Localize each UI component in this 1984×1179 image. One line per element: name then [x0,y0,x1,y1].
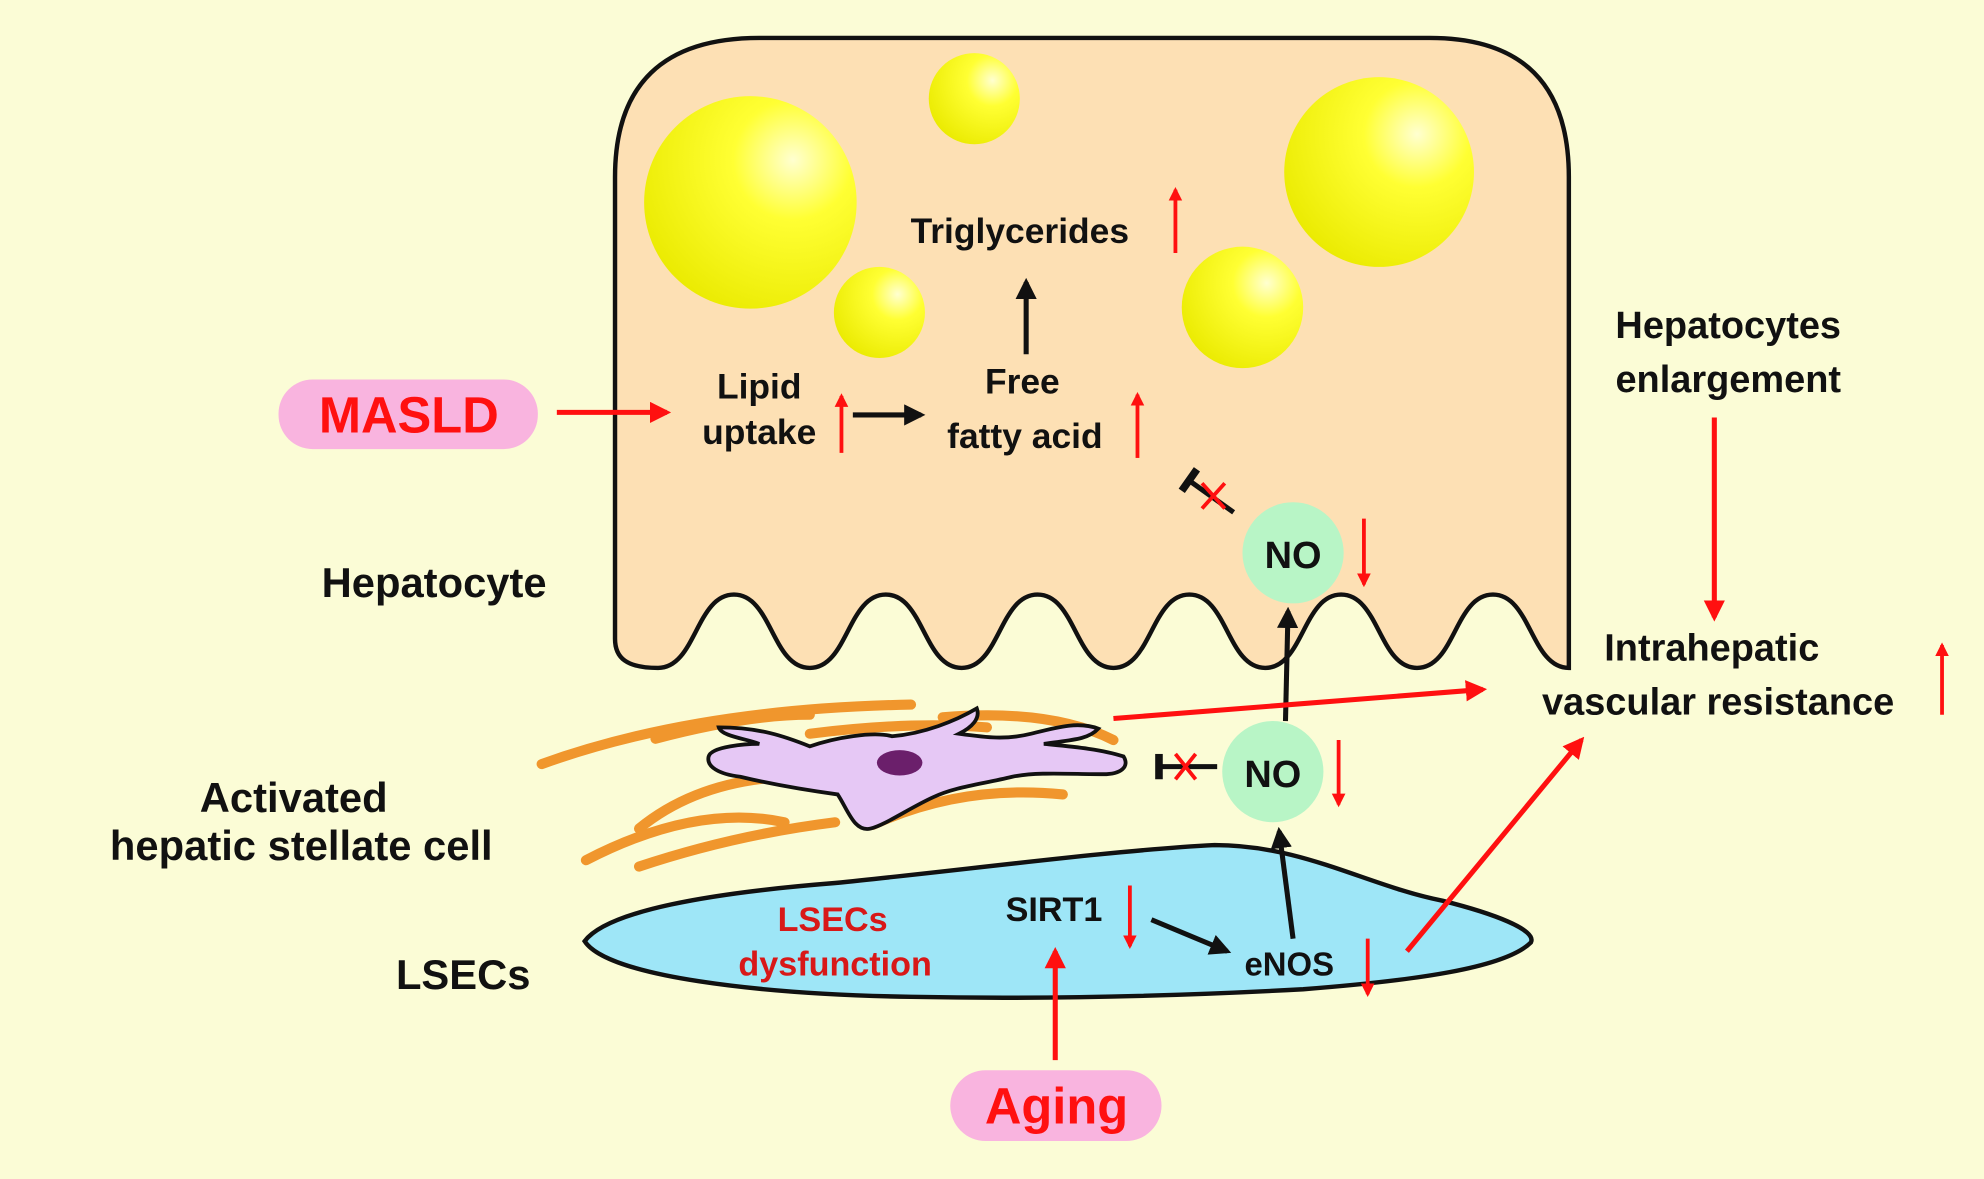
label-ffa-line1: Free [985,361,1060,401]
label-masld: MASLD [319,387,499,444]
lipid-droplet [1284,77,1474,267]
label-hsc-line2: hepatic stellate cell [110,822,493,869]
red-arrows [556,401,1725,1061]
label-sirt1: SIRT1 [1006,891,1103,929]
arrow-enos-to-ivr [1404,736,1585,953]
lipid-droplet [833,266,925,359]
label-lipid-uptake-line1: Lipid [717,366,802,406]
masld-pill [278,379,538,450]
arrow-hsc-to-ivr [1113,680,1488,722]
label-hepatocytes-enlargement-line2: enlargement [1615,359,1841,401]
label-lsec-dysfunction-line2: dysfunction [738,945,931,983]
lsec-cell [581,842,1534,1000]
label-lsecs: LSECs [396,951,531,998]
label-no-upper: NO [1265,535,1322,577]
label-aging: Aging [985,1077,1128,1134]
label-ivr-line1: Intrahepatic [1604,627,1819,669]
label-triglycerides: Triglycerides [911,211,1129,251]
label-ivr-line2: vascular resistance [1542,682,1894,724]
lipid-droplet [644,96,857,309]
arrow-sirt1-to-enos [1150,917,1232,955]
lipid-droplet [928,53,1020,145]
change-indicators [834,187,1949,998]
label-no-lower: NO [1244,754,1301,796]
arrow-enos-to-no [1270,826,1296,939]
label-hepatocyte: Hepatocyte [322,559,547,606]
no-bubble-upper [1242,502,1344,604]
label-ffa-line2: fatty acid [947,416,1102,456]
inhibition-upper [1178,467,1236,515]
aging-pill [950,1070,1162,1142]
stellate-nucleus [876,750,923,776]
label-hepatocytes-enlargement-line1: Hepatocytes [1615,305,1841,347]
lipid-droplet [1181,246,1304,369]
inhibition-lower [1155,752,1218,781]
no-bubble-lower [1222,721,1324,823]
label-hsc-line1: Activated [200,774,388,821]
label-lipid-uptake-line2: uptake [702,412,816,452]
label-enos: eNOS [1245,945,1335,982]
label-lsec-dysfunction-line1: LSECs [778,901,888,939]
